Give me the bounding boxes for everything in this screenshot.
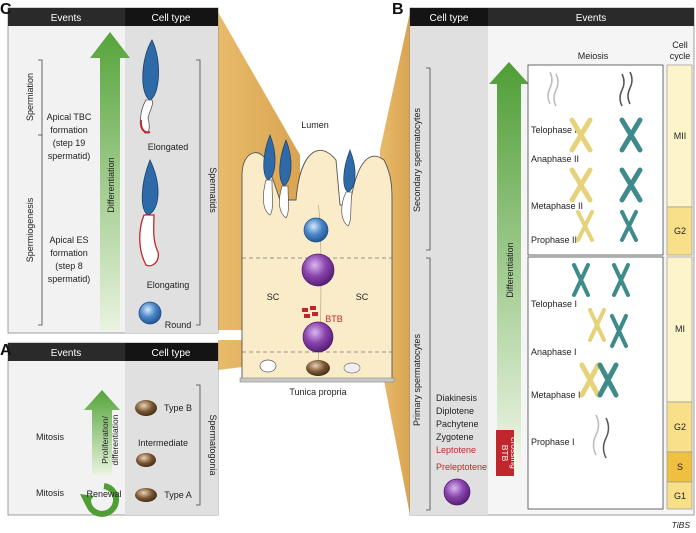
btb-crossing-label-1: BTB (500, 445, 510, 462)
phase-anaphase-ii: Anaphase II (531, 154, 579, 164)
cycle-g2-lower-box (666, 401, 693, 453)
stage-zygotene: Zygotene (436, 432, 474, 442)
panel-c-header-events: Events (51, 13, 82, 24)
phase-telophase-i: Telophase I (531, 299, 577, 309)
panel-b-header-cell-type: Cell type (430, 13, 469, 24)
elongated-spermatid (139, 39, 159, 134)
panel-c: Events Cell type Spermiation Spermiogene… (7, 7, 219, 334)
differentiation-arrow-c (90, 32, 130, 330)
cycle-g2-lower-label: G2 (674, 422, 686, 432)
intermediate-label: Intermediate (138, 438, 188, 448)
proliferation-label-2: differentiation (110, 414, 120, 465)
panel-a: Events Cell type Mitosis Mitosis Prolife… (7, 342, 219, 517)
differentiation-label-c: Differentiation (106, 157, 116, 212)
chromosome-illustrations (547, 71, 643, 459)
panel-b-letter: B (392, 1, 404, 18)
panel-c-letter: C (0, 1, 12, 18)
tunica-propria-label: Tunica propria (289, 387, 346, 397)
panel-b-connector (380, 12, 410, 515)
spermiation-label: Spermiation (25, 73, 35, 121)
lumen-label: Lumen (301, 120, 329, 130)
elongated-label: Elongated (148, 142, 189, 152)
apical-es-line4: spermatid) (48, 274, 91, 284)
footer-tibs: TiBS (672, 520, 691, 530)
spermatids-label: Spermatids (208, 167, 218, 213)
cell-cycle-title-2: cycle (670, 51, 691, 61)
seminiferous-epithelium: Lumen SC SC BTB Tunica propria (239, 120, 395, 397)
type-a-label: Type A (164, 490, 192, 500)
panel-a-header-cell-type: Cell type (152, 348, 191, 359)
sertoli-cell-left-label: SC (267, 292, 280, 302)
type-a-spermatogonium (135, 488, 157, 502)
cell-cycle-title-1: Cell (672, 40, 688, 50)
mitosis-upper-label: Mitosis (36, 432, 65, 442)
btb-crossing-box (496, 430, 514, 476)
phase-anaphase-i: Anaphase I (531, 347, 577, 357)
apical-tbc-line2: formation (50, 125, 88, 135)
elongating-label: Elongating (147, 280, 190, 290)
phase-prophase-ii: Prophase II (531, 235, 577, 245)
cycle-mii-label: MII (674, 131, 687, 141)
apical-tbc-line3: (step 19 (53, 138, 86, 148)
phase-prophase-i: Prophase I (531, 437, 575, 447)
cycle-s-label: S (677, 462, 683, 472)
primary-spermatocytes-label: Primary spermatocytes (412, 333, 422, 426)
elongating-spermatid (139, 159, 159, 267)
meiosis-i-box (527, 256, 664, 510)
type-b-label: Type B (164, 403, 192, 413)
round-label: Round (165, 320, 192, 330)
cycle-mi-box (666, 256, 693, 403)
secondary-spermatocytes-label: Secondary spermatocytes (412, 107, 422, 212)
proliferation-arrow (84, 390, 120, 475)
panel-a-letter: A (0, 342, 12, 359)
type-b-spermatogonium (135, 400, 157, 416)
sertoli-cell-right-label: SC (356, 292, 369, 302)
meiosis-ii-box (527, 64, 664, 256)
panel-b: Cell type Events Secondary spermatocytes… (409, 7, 695, 516)
stage-diakinesis: Diakinesis (436, 393, 478, 403)
cycle-mii-box (666, 64, 693, 208)
phase-metaphase-i: Metaphase I (531, 390, 581, 400)
stage-pachytene: Pachytene (436, 419, 479, 429)
panel-b-header-events: Events (576, 13, 607, 24)
differentiation-label-b: Differentiation (505, 242, 515, 297)
apical-es-line2: formation (50, 248, 88, 258)
apical-tbc-line1: Apical TBC (47, 112, 92, 122)
cycle-mi-label: MI (675, 324, 685, 334)
renewal-arrow-icon (85, 483, 119, 517)
round-spermatid (138, 301, 162, 325)
apical-es-line1: Apical ES (49, 235, 88, 245)
preleptotene-spermatocyte (443, 478, 471, 506)
cycle-g1-label: G1 (674, 491, 686, 501)
cycle-s-box (666, 451, 693, 483)
panel-a-header-events: Events (51, 348, 82, 359)
phase-telophase-ii: Telophase II (531, 125, 580, 135)
spermatogonia-label: Spermatogonia (208, 414, 218, 475)
mitosis-lower-label: Mitosis (36, 488, 65, 498)
btb-crossing-label-2: crossing (509, 437, 519, 469)
meiosis-title: Meiosis (578, 51, 609, 61)
apical-es-line3: (step 8 (55, 261, 83, 271)
cycle-g2-upper-label: G2 (674, 226, 686, 236)
apical-tbc-line4: spermatid) (48, 151, 91, 161)
phase-metaphase-ii: Metaphase II (531, 201, 583, 211)
btb-label: BTB (325, 314, 343, 324)
panel-c-header-cell-type: Cell type (152, 13, 191, 24)
cycle-g2-upper-box (666, 206, 693, 256)
stage-diplotene: Diplotene (436, 406, 474, 416)
renewal-label: Renewal (86, 489, 121, 499)
proliferation-label-1: Proliferation/ (100, 416, 110, 464)
spermiogenesis-label: Spermiogenesis (25, 197, 35, 262)
stage-preleptotene: Preleptotene (436, 462, 487, 472)
cycle-g1-box (666, 481, 693, 510)
intermediate-spermatogonium (136, 453, 156, 467)
btb-junction-icon (302, 306, 318, 318)
differentiation-arrow-b (489, 62, 529, 475)
stage-leptotene: Leptotene (436, 445, 476, 455)
